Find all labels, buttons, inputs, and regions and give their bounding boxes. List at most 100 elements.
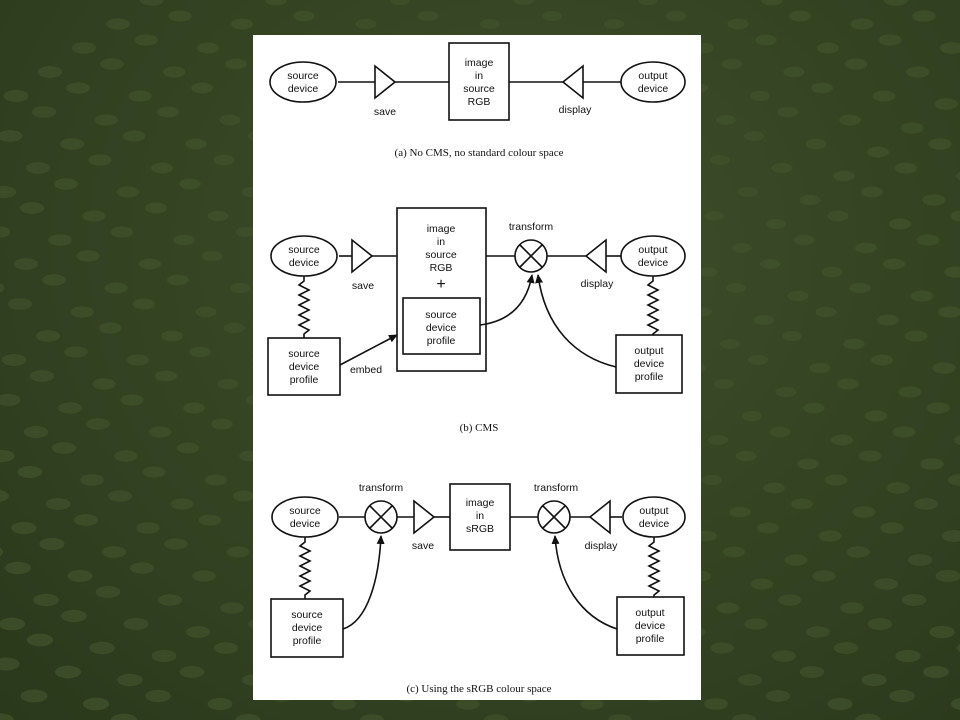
background-dot bbox=[793, 234, 815, 246]
background-dot bbox=[164, 538, 188, 550]
background-dot bbox=[54, 665, 82, 679]
background-dot bbox=[92, 378, 116, 390]
background-dot bbox=[3, 89, 29, 103]
output-profile-label: output bbox=[635, 607, 664, 619]
background-dot bbox=[204, 474, 228, 486]
background-dot bbox=[265, 0, 287, 6]
background-dot bbox=[207, 697, 233, 711]
output-profile-box bbox=[615, 334, 683, 394]
background-dot bbox=[60, 138, 84, 150]
background-dot bbox=[198, 514, 222, 526]
background-dot bbox=[88, 154, 112, 166]
background-dot bbox=[698, 267, 718, 277]
background-dot bbox=[882, 258, 906, 270]
background-dot bbox=[148, 426, 172, 438]
background-dot bbox=[703, 698, 729, 710]
save-triangle-icon bbox=[374, 64, 397, 100]
background-dot bbox=[941, 530, 960, 542]
background-dot bbox=[715, 115, 737, 125]
save-label: save bbox=[352, 280, 374, 292]
background-dot bbox=[189, 346, 211, 358]
background-dot bbox=[235, 226, 257, 238]
background-dot bbox=[79, 474, 105, 486]
background-dot bbox=[781, 330, 803, 342]
background-dot bbox=[855, 713, 881, 720]
background-dot bbox=[145, 689, 171, 703]
background-dot bbox=[132, 298, 156, 310]
background-dot bbox=[722, 546, 746, 558]
background-dot bbox=[140, 0, 164, 6]
source-device-label: device bbox=[290, 518, 321, 530]
background-dot bbox=[932, 362, 956, 374]
background-dot bbox=[953, 434, 960, 446]
source-profile-label: device bbox=[289, 361, 320, 373]
output-profile-box bbox=[616, 596, 685, 656]
background-dot bbox=[904, 330, 928, 342]
background-dot bbox=[580, 698, 604, 710]
embedded-profile-arrow bbox=[479, 274, 535, 326]
background-dot bbox=[855, 242, 877, 254]
background-dot bbox=[104, 282, 128, 294]
profile-link-zigzag bbox=[297, 276, 311, 338]
background-dot bbox=[106, 18, 130, 30]
caption-c: (c) Using the sRGB colour space bbox=[406, 683, 551, 695]
background-dot bbox=[720, 339, 740, 349]
background-dot bbox=[332, 698, 356, 710]
background-dot bbox=[805, 138, 827, 150]
background-dot bbox=[101, 546, 127, 558]
output-device-label: output bbox=[638, 244, 667, 256]
background-dot bbox=[878, 34, 902, 46]
background-dot bbox=[759, 259, 781, 269]
transform-label: transform bbox=[359, 482, 404, 494]
background-dot bbox=[707, 434, 729, 446]
background-dot bbox=[872, 90, 896, 102]
background-dot bbox=[837, 378, 859, 390]
background-dot bbox=[136, 522, 160, 534]
background-dot bbox=[806, 626, 830, 638]
output-device-node bbox=[620, 235, 686, 277]
background-dot bbox=[799, 666, 825, 678]
background-dot bbox=[858, 450, 882, 462]
display-label: display bbox=[581, 278, 614, 290]
background-dot bbox=[42, 274, 66, 286]
background-dot bbox=[389, 0, 411, 6]
transform-label: transform bbox=[534, 482, 579, 494]
background-dot bbox=[923, 665, 949, 679]
profile-link-zigzag bbox=[298, 537, 312, 599]
background-dot bbox=[86, 418, 110, 430]
image-label: image bbox=[427, 223, 456, 235]
background-dot bbox=[232, 490, 256, 502]
background-dot bbox=[914, 498, 938, 510]
source-profile-label: profile bbox=[293, 635, 322, 647]
caption-b: (b) CMS bbox=[460, 422, 499, 434]
background-dot bbox=[894, 162, 918, 174]
background-dot bbox=[799, 194, 821, 206]
background-dot bbox=[0, 657, 20, 671]
background-dot bbox=[355, 18, 377, 30]
background-dot bbox=[207, 210, 229, 222]
panel-a: source device save image in source RGB d… bbox=[269, 42, 686, 159]
background-dot bbox=[0, 617, 26, 631]
embedded-profile-label: source bbox=[425, 309, 457, 321]
background-dot bbox=[5, 561, 31, 575]
source-device-node bbox=[270, 235, 338, 277]
background-dot bbox=[920, 458, 944, 470]
background-dot bbox=[771, 162, 793, 174]
background-dot bbox=[54, 178, 78, 190]
background-dot bbox=[735, 450, 757, 462]
profile-link-zigzag bbox=[646, 276, 660, 335]
background-dot bbox=[922, 194, 946, 206]
source-profile-label: source bbox=[288, 348, 320, 360]
background-dot bbox=[710, 642, 734, 654]
profile-link-zigzag bbox=[647, 537, 661, 597]
transform-icon bbox=[364, 500, 398, 534]
background-dot bbox=[183, 402, 205, 414]
background-dot bbox=[907, 554, 933, 566]
image-label: RGB bbox=[430, 262, 453, 274]
background-dot bbox=[743, 130, 765, 142]
background-dot bbox=[67, 569, 93, 583]
background-dot bbox=[867, 618, 893, 630]
background-dot bbox=[134, 34, 158, 46]
background-dot bbox=[58, 402, 82, 414]
caption-a: (a) No CMS, no standard colour space bbox=[395, 147, 564, 159]
